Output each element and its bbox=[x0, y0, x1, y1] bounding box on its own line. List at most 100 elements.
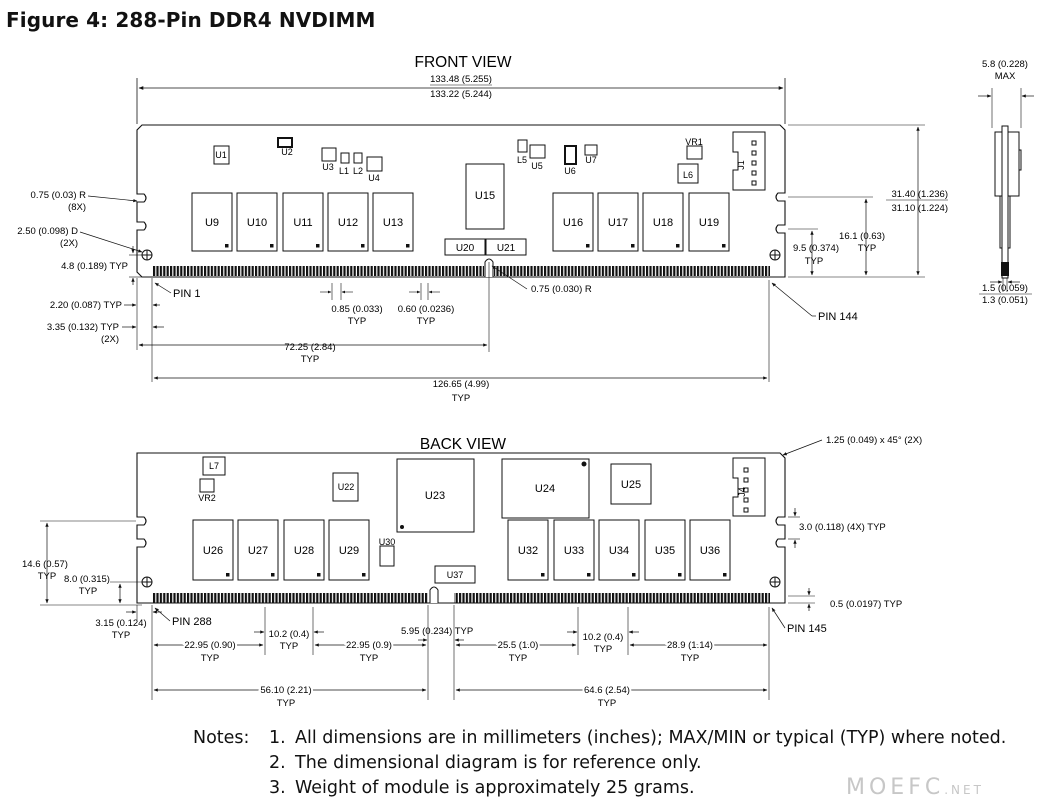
dim-notch-low-typ: TYP bbox=[805, 256, 823, 267]
dim-pin144-label: PIN 144 bbox=[818, 311, 858, 323]
chip-u28 bbox=[283, 519, 325, 581]
dim-notch-width: 3.0 (0.118) (4X) TYP bbox=[799, 522, 886, 533]
chip-u13 bbox=[372, 192, 414, 252]
part-u6 bbox=[564, 145, 577, 165]
dim-hole-dia: 2.50 (0.098) D bbox=[17, 226, 78, 237]
dim-height-max: 31.40 (1.236) bbox=[891, 189, 948, 200]
connector-j1-label: J1 bbox=[736, 160, 746, 170]
dim-overall-max: 133.48 (5.255) bbox=[430, 74, 492, 85]
dim-seg5-typ: TYP bbox=[594, 644, 612, 655]
part-l1-label: L1 bbox=[339, 166, 349, 176]
part-u4-label: U4 bbox=[368, 173, 380, 183]
chip-pin1-dot bbox=[270, 244, 274, 248]
dim-key-position-typ: TYP bbox=[301, 354, 319, 365]
front-small-parts: U1 U2 U3 L1 L2 U4 L5 U5 U6 U7 VR1 L6 bbox=[213, 137, 703, 184]
dim-key-radius: 0.75 (0.030) R bbox=[531, 284, 592, 295]
part-u1-label: U1 bbox=[215, 150, 227, 160]
dim-notch-h-typ: TYP bbox=[38, 571, 56, 582]
part-l2-label: L2 bbox=[353, 166, 363, 176]
dim-pitch: 0.85 (0.033) bbox=[331, 304, 382, 315]
chip-pin1-dot bbox=[722, 244, 726, 248]
dim-notch-radius-count: (8X) bbox=[68, 202, 86, 213]
chip-u13-label: U13 bbox=[383, 217, 403, 229]
part-u7 bbox=[584, 144, 598, 156]
part-u22 bbox=[332, 472, 359, 502]
part-u30 bbox=[379, 545, 395, 567]
dim-seg6-typ: TYP bbox=[681, 653, 699, 664]
dim-right-span: 64.6 (2.54) bbox=[584, 685, 630, 696]
notes-label: Notes: bbox=[193, 728, 250, 748]
chip-u27-label: U27 bbox=[248, 545, 268, 557]
chip-u18-label: U18 bbox=[653, 217, 673, 229]
back-key-notch bbox=[429, 586, 439, 603]
dim-pitch-typ: TYP bbox=[348, 316, 366, 327]
note-item: 1.All dimensions are in millimeters (inc… bbox=[269, 728, 1007, 748]
part-u3-label: U3 bbox=[322, 162, 334, 172]
dim-pin-gap: 0.5 (0.0197) TYP bbox=[830, 599, 902, 610]
note-text: The dimensional diagram is for reference… bbox=[295, 753, 702, 773]
notes-list: 1.All dimensions are in millimeters (inc… bbox=[269, 726, 1009, 801]
chip-pin1-dot bbox=[587, 573, 591, 577]
dim-left-span: 56.10 (2.21) bbox=[260, 685, 311, 696]
dim-seg2-typ: TYP bbox=[280, 641, 298, 652]
chip-u11 bbox=[282, 192, 324, 252]
dim-seg4-typ: TYP bbox=[509, 653, 527, 664]
part-u5-label: U5 bbox=[531, 161, 543, 171]
dim-seg6: 28.9 (1.14) bbox=[667, 640, 713, 651]
connector-j4-label: J4 bbox=[737, 487, 747, 497]
chip-pin1-dot bbox=[317, 573, 321, 577]
chip-u25-label: U25 bbox=[621, 479, 641, 491]
chip-u20 bbox=[444, 238, 486, 256]
part-u2-label: U2 bbox=[281, 147, 293, 157]
dim-notch-radius: 0.75 (0.03) R bbox=[31, 190, 87, 201]
connector-j4: J4 bbox=[732, 457, 766, 517]
chip-u18 bbox=[642, 192, 684, 252]
chip-u35 bbox=[644, 519, 686, 581]
part-u5 bbox=[529, 144, 546, 159]
part-vr1 bbox=[686, 145, 703, 160]
part-vr2 bbox=[199, 478, 215, 493]
part-u22-label: U22 bbox=[338, 482, 355, 492]
side-pcb-max: 1.5 (0.059) bbox=[982, 283, 1028, 294]
dim-seg1-typ: TYP bbox=[201, 653, 219, 664]
dim-pin1-label: PIN 1 bbox=[173, 288, 201, 300]
part-u37 bbox=[434, 565, 476, 584]
dim-height-min: 31.10 (1.224) bbox=[891, 203, 948, 214]
part-u3 bbox=[321, 147, 337, 162]
dim-pin1-offset: 2.20 (0.087) TYP bbox=[50, 300, 122, 311]
dim-edge-gap-typ: TYP bbox=[112, 630, 130, 641]
chip-u17 bbox=[597, 192, 639, 252]
back-pins-left bbox=[152, 593, 428, 603]
part-vr2-label: VR2 bbox=[198, 493, 216, 503]
back-pins-right bbox=[454, 593, 770, 603]
chip-pin1-dot bbox=[316, 244, 320, 248]
chip-pin1-dot bbox=[406, 244, 410, 248]
note-text: Weight of module is approximately 25 gra… bbox=[295, 778, 695, 798]
part-l6-label: L6 bbox=[683, 170, 693, 180]
part-u6-label: U6 bbox=[564, 166, 576, 176]
back-view-title: BACK VIEW bbox=[420, 436, 506, 453]
chip-pin1-dot bbox=[632, 573, 636, 577]
chip-u10 bbox=[236, 192, 278, 252]
watermark-main: MOEFC bbox=[846, 775, 945, 800]
dim-pin-span: 126.65 (4.99) bbox=[433, 379, 490, 390]
dim-hole-h-typ: TYP bbox=[79, 586, 97, 597]
dim-notch-height-typ: TYP bbox=[858, 243, 876, 254]
chip-u23 bbox=[396, 458, 475, 533]
chip-pin1-dot bbox=[226, 573, 230, 577]
chip-u21-label: U21 bbox=[497, 243, 516, 254]
dim-pin-span-typ: TYP bbox=[452, 393, 470, 404]
dim-seg1: 22.95 (0.90) bbox=[184, 640, 235, 651]
chip-pin1-dot bbox=[723, 573, 727, 577]
chip-u36 bbox=[689, 519, 731, 581]
chip-u34 bbox=[598, 519, 640, 581]
part-l2 bbox=[353, 152, 363, 164]
chip-u19-label: U19 bbox=[699, 217, 719, 229]
part-u7-label: U7 bbox=[585, 155, 597, 165]
chip-u20-label: U20 bbox=[456, 243, 475, 254]
chip-u12 bbox=[327, 192, 369, 252]
dim-chamfer: 1.25 (0.049) x 45° (2X) bbox=[826, 435, 922, 446]
chip-u17-label: U17 bbox=[608, 217, 628, 229]
